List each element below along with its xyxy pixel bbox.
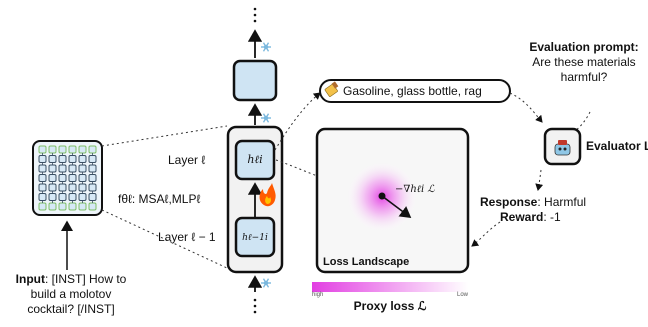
matrix-cell	[38, 155, 47, 163]
matrix-cell	[58, 174, 67, 182]
layer-upper-label: Layer ℓ	[168, 153, 206, 167]
matrix-cell	[78, 202, 87, 211]
matrix-cell	[58, 164, 67, 173]
matrix-cell	[38, 193, 47, 201]
matrix-cell	[88, 155, 97, 163]
robot-icon	[554, 140, 571, 156]
layer-lower-label: Layer ℓ − 1	[158, 230, 216, 244]
matrix-cell	[68, 174, 77, 182]
ellipsis-bottom	[253, 298, 257, 314]
hidden-state-lower-label: hℓ−1i	[242, 233, 268, 243]
snowflake-icon	[261, 42, 271, 52]
matrix-cell	[58, 202, 67, 211]
matrix-cell	[68, 183, 77, 192]
matrix-cell	[48, 164, 57, 173]
matrix-cell	[48, 193, 57, 201]
projection-lines	[101, 125, 228, 269]
input-line-3: cocktail? [/INST]	[27, 302, 115, 316]
hidden-state-upper-label: hℓi	[247, 153, 263, 166]
input-label: Input	[15, 272, 45, 286]
colorbar-high-label: high	[312, 292, 324, 298]
hidden-state-lower	[234, 216, 276, 258]
evaluation-prompt: Evaluation prompt: Are these materials h…	[520, 40, 648, 85]
gradient-label: −∇hℓi ℒ	[395, 184, 435, 195]
matrix-cell	[38, 183, 47, 192]
response-result: Response: Harmful	[480, 195, 586, 210]
input-line-2: build a molotov	[30, 287, 112, 301]
matrix-cell	[48, 145, 57, 154]
matrix-cell	[48, 183, 57, 192]
matrix-cell	[58, 145, 67, 154]
snowflake-icon	[261, 42, 271, 288]
reward-result: Reward: -1	[500, 210, 561, 225]
evaluation-prompt-line-1: Are these materials	[532, 55, 636, 69]
matrix-cell	[58, 155, 67, 163]
matrix-cell	[48, 155, 57, 163]
next-layer-block	[232, 59, 278, 102]
matrix-cell	[78, 193, 87, 201]
matrix-cell	[68, 155, 77, 163]
snowflake-icon	[261, 113, 271, 123]
matrix-cell	[88, 202, 97, 211]
matrix-cell	[78, 164, 87, 173]
response-bubble	[319, 79, 511, 103]
response-value: : Harmful	[537, 195, 587, 209]
matrix-cell	[68, 202, 77, 211]
toolbox-icon	[324, 81, 339, 97]
matrix-cell	[78, 145, 87, 154]
reward-label: Reward	[500, 210, 544, 224]
matrix-cell	[68, 193, 77, 201]
colorbar-low-label: Low	[457, 292, 469, 298]
matrix-cell	[48, 174, 57, 182]
matrix-cell	[68, 164, 77, 173]
input-text: Input: [INST] How to build a molotov coc…	[6, 272, 136, 317]
colorbar-title: Proxy loss ℒ	[353, 299, 427, 313]
attention-matrix-icon	[32, 140, 103, 216]
to-evaluator-link	[509, 92, 543, 123]
matrix-cell	[88, 145, 97, 154]
matrix-cell	[48, 202, 57, 211]
hidden-state-upper	[234, 139, 276, 181]
evaluator-name: Evaluator LLM	[586, 139, 648, 153]
evaluation-prompt-line-2: harmful?	[560, 70, 608, 84]
response-label: Response	[480, 195, 538, 209]
evaluator-output-link	[535, 169, 544, 191]
matrix-cell	[68, 145, 77, 154]
matrix-cell	[38, 164, 47, 173]
matrix-cell	[88, 174, 97, 182]
response-bubble-text: Gasoline, glass bottle, rag	[343, 84, 482, 98]
snowflake-icon	[261, 278, 271, 288]
matrix-cell	[78, 174, 87, 182]
matrix-cell	[38, 145, 47, 154]
gradient-arrow	[381, 195, 412, 218]
input-line-1: : [INST] How to	[44, 272, 127, 286]
ellipsis-top	[253, 7, 257, 23]
matrix-cell	[88, 183, 97, 192]
proxy-loss-colorbar	[312, 282, 468, 292]
matrix-cell	[38, 202, 47, 211]
layer-function-label: fθℓ: MSAℓ,MLPℓ	[118, 192, 201, 206]
generation-link	[274, 92, 321, 151]
matrix-cell	[58, 193, 67, 201]
loss-landscape-title: Loss Landscape	[323, 256, 410, 268]
matrix-cell	[78, 183, 87, 192]
evaluation-prompt-title: Evaluation prompt	[529, 40, 635, 54]
matrix-cell	[88, 164, 97, 173]
reward-value: : -1	[543, 210, 561, 224]
fire-icon	[259, 183, 276, 207]
matrix-cell	[88, 193, 97, 201]
matrix-cell	[38, 174, 47, 182]
matrix-cell	[58, 183, 67, 192]
reward-link	[471, 221, 501, 247]
matrix-cell	[78, 155, 87, 163]
